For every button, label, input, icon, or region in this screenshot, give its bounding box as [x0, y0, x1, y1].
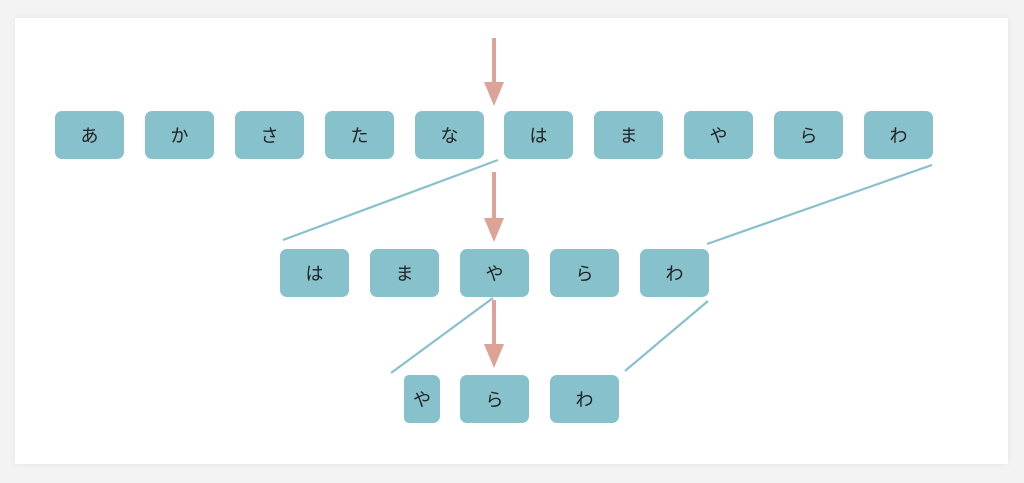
arrow-3: [484, 300, 504, 368]
row1-cell-ra: ら: [774, 111, 843, 159]
row1-cell-ka: か: [145, 111, 214, 159]
row2-cell-ya: や: [460, 249, 529, 297]
connector-line-right-1: [706, 163, 933, 246]
row1-cell-ya: や: [684, 111, 753, 159]
row1-cell-sa: さ: [235, 111, 304, 159]
row1-cell-ta: た: [325, 111, 394, 159]
arrow-2: [484, 172, 504, 242]
row3-cell-wa: わ: [550, 375, 619, 423]
row1-cell-ma: ま: [594, 111, 663, 159]
connector-line-left-2: [390, 297, 494, 374]
row1-cell-wa: わ: [864, 111, 933, 159]
connector-line-right-2: [624, 300, 709, 372]
row3-cell-ra: ら: [460, 375, 529, 423]
row3-cell-ya: や: [404, 375, 440, 423]
row2-cell-ma: ま: [370, 249, 439, 297]
row1-cell-na: な: [415, 111, 484, 159]
connector-line-left-1: [282, 158, 499, 242]
row2-cell-ra: ら: [550, 249, 619, 297]
arrow-1: [484, 38, 504, 106]
row1-cell-a: あ: [55, 111, 124, 159]
row1-cell-ha: は: [504, 111, 573, 159]
row2-cell-wa: わ: [640, 249, 709, 297]
row2-cell-ha: は: [280, 249, 349, 297]
